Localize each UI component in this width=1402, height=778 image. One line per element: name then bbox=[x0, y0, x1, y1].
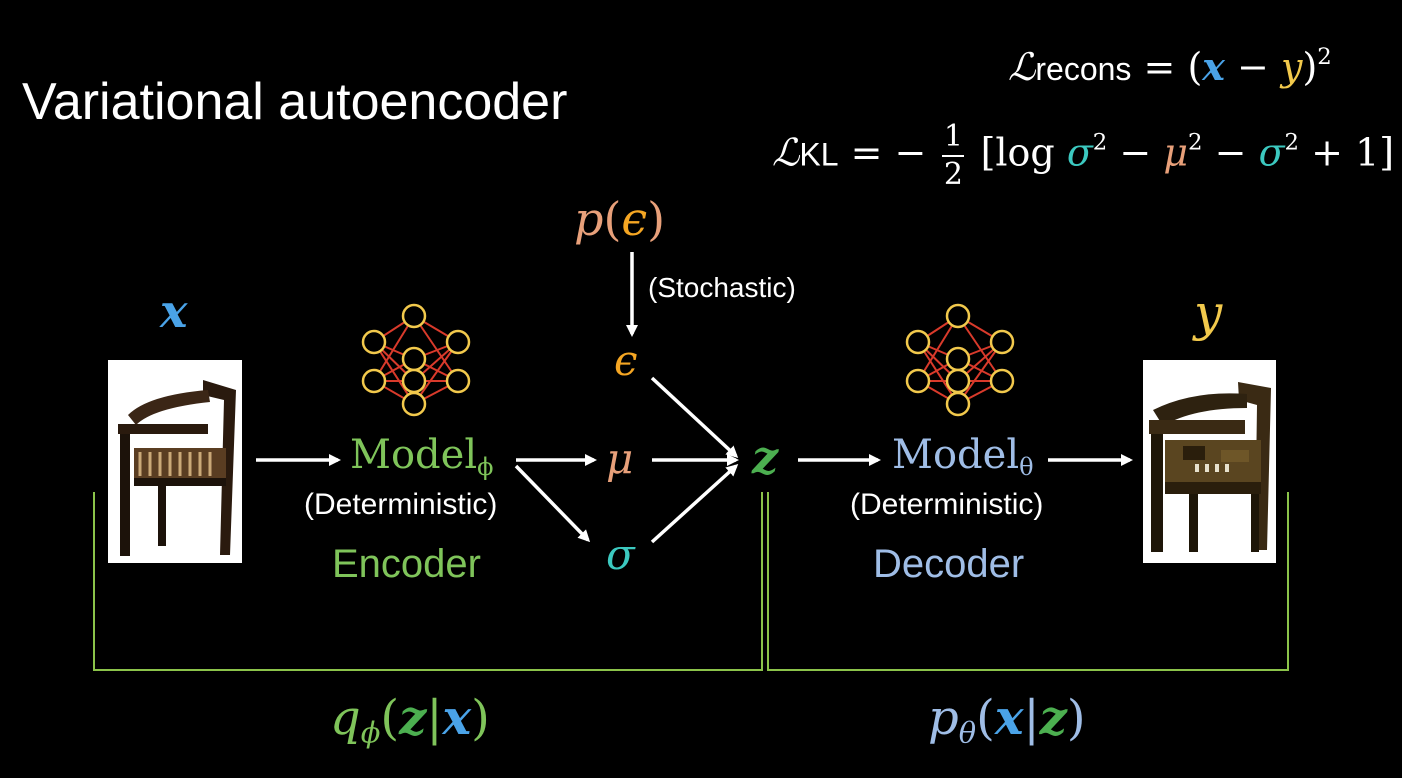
decoder-network-icon bbox=[905, 303, 1015, 417]
loss-symbol: ℒ bbox=[1008, 45, 1036, 89]
mu-label: μ bbox=[606, 434, 634, 483]
paren-open: ( bbox=[603, 192, 622, 246]
q-subscript: ϕ bbox=[360, 715, 381, 750]
recons-x: x bbox=[1202, 44, 1225, 89]
minus-sign: − bbox=[1237, 45, 1269, 89]
given-bar: | bbox=[1023, 690, 1040, 746]
fraction-bar bbox=[942, 155, 965, 157]
model-text: Model bbox=[892, 432, 1020, 478]
encoder-label: Encoder bbox=[332, 542, 481, 586]
fraction-denominator: 2 bbox=[943, 157, 964, 192]
paren-open: ( bbox=[976, 690, 995, 746]
output-chair-image bbox=[1143, 360, 1276, 563]
p-subscript: θ bbox=[958, 715, 977, 750]
p-z: z bbox=[1039, 690, 1067, 746]
plus-one-close: + 1] bbox=[1311, 130, 1395, 175]
log-open: [log bbox=[980, 130, 1055, 175]
exponent: 2 bbox=[1188, 129, 1203, 156]
output-y-label: y bbox=[1194, 284, 1223, 342]
p-x: x bbox=[994, 690, 1024, 746]
paren-close: ) bbox=[1302, 45, 1318, 89]
reconstructed-chair-illustration bbox=[1149, 382, 1271, 552]
arrow-sigma-to-z bbox=[650, 463, 739, 544]
chair-illustration bbox=[118, 380, 236, 556]
model-text: Model bbox=[350, 432, 478, 478]
loss-subscript: KL bbox=[799, 136, 839, 173]
encoder-distribution: qϕ(z|x) bbox=[330, 690, 490, 750]
encoder-deterministic-label: (Deterministic) bbox=[304, 488, 498, 521]
equals-minus: = − bbox=[850, 130, 927, 175]
paren-open: ( bbox=[1187, 45, 1203, 89]
input-chair-image bbox=[108, 360, 242, 563]
encoder-network-icon bbox=[361, 303, 471, 417]
exponent: 2 bbox=[1317, 44, 1332, 71]
sigma-label: σ bbox=[606, 530, 635, 579]
q-x: x bbox=[442, 690, 472, 746]
z-label: z bbox=[752, 430, 779, 484]
exponent: 2 bbox=[1284, 129, 1300, 156]
arrow-epsilon-to-z bbox=[650, 376, 739, 459]
page-title: Variational autoencoder bbox=[22, 73, 568, 131]
minus-sign: − bbox=[1119, 130, 1152, 175]
recons-loss-equation: ℒrecons = (x − y)2 bbox=[1008, 44, 1332, 89]
q-z: z bbox=[399, 690, 427, 746]
q-symbol: q bbox=[330, 690, 361, 746]
equals-sign: = bbox=[1143, 45, 1176, 89]
decoder-distribution: pθ(x|z) bbox=[928, 690, 1086, 750]
p-symbol: p bbox=[928, 690, 959, 746]
loss-symbol: ℒ bbox=[772, 130, 800, 175]
model-subscript: ϕ bbox=[477, 453, 494, 482]
prior-p: p bbox=[574, 192, 604, 246]
recons-y: y bbox=[1280, 45, 1303, 89]
kl-sigma-1: σ bbox=[1066, 130, 1093, 175]
epsilon-label: ϵ bbox=[614, 336, 638, 385]
given-bar: | bbox=[426, 690, 443, 746]
input-x-label: x bbox=[160, 284, 188, 338]
encoder-bracket bbox=[93, 492, 763, 671]
decoder-bracket bbox=[767, 492, 1289, 671]
model-subscript: θ bbox=[1019, 453, 1034, 482]
paren-open: ( bbox=[380, 690, 400, 746]
decoder-label: Decoder bbox=[873, 542, 1025, 586]
encoder-model-label: Modelϕ bbox=[350, 432, 493, 481]
prior-distribution: p(ϵ) bbox=[574, 192, 665, 246]
arrow-encoder-to-sigma bbox=[514, 464, 591, 543]
prior-epsilon: ϵ bbox=[621, 192, 648, 246]
paren-close: ) bbox=[471, 690, 490, 746]
loss-subscript: recons bbox=[1035, 51, 1132, 87]
kl-sigma-2: σ bbox=[1258, 130, 1285, 175]
exponent: 2 bbox=[1092, 129, 1108, 156]
decoder-deterministic-label: (Deterministic) bbox=[850, 488, 1044, 521]
fraction-numerator: 1 bbox=[943, 119, 964, 154]
minus-sign: − bbox=[1214, 130, 1247, 175]
paren-close: ) bbox=[647, 192, 666, 246]
decoder-model-label: Modelθ bbox=[892, 432, 1034, 481]
paren-close: ) bbox=[1066, 690, 1086, 746]
kl-mu: μ bbox=[1163, 130, 1189, 175]
stochastic-label: (Stochastic) bbox=[648, 272, 796, 303]
